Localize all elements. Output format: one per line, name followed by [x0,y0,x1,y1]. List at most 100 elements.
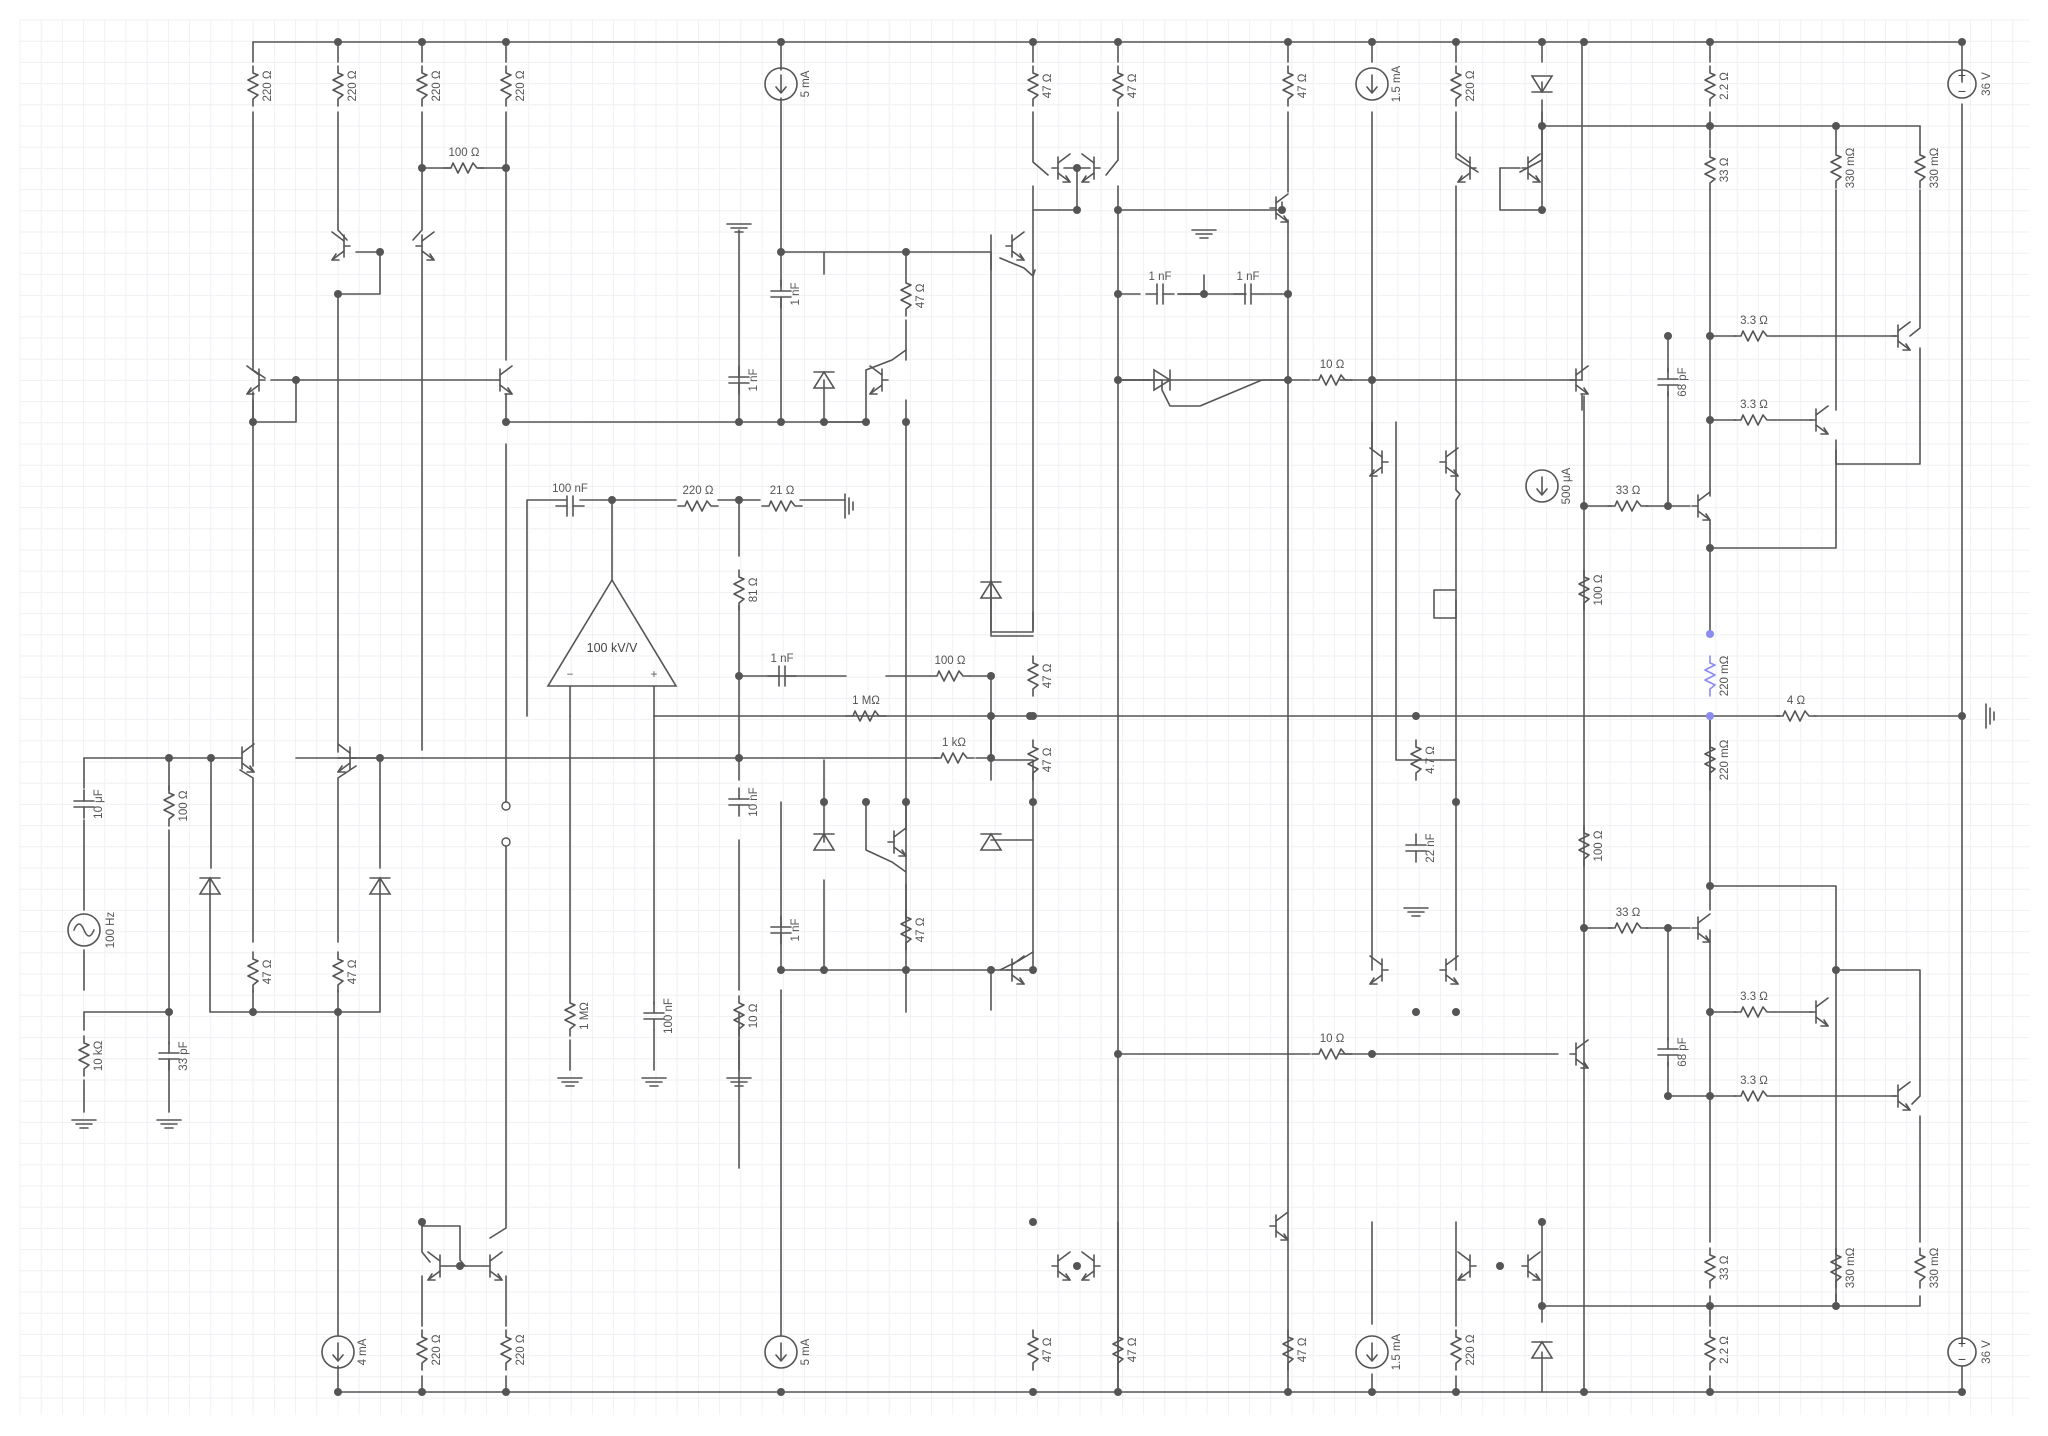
resistor[interactable]: 47 Ω [900,909,927,951]
transistor[interactable] [337,743,357,773]
resistor[interactable]: 10 Ω [1311,359,1353,386]
capacitor[interactable]: 10 nF [728,787,760,817]
transistor[interactable] [1051,1251,1071,1281]
transistor[interactable] [331,231,351,261]
capacitor[interactable]: 1 nF [770,279,802,309]
capacitor[interactable]: 1 nF [770,915,802,945]
transistor[interactable] [1269,1211,1289,1241]
transistor[interactable] [1369,955,1389,985]
resistor[interactable]: 220 Ω [1450,65,1477,107]
resistor[interactable]: 2.2 Ω [1704,1329,1731,1371]
diode[interactable] [812,370,836,389]
transistor[interactable] [235,743,255,773]
diode[interactable] [368,876,392,895]
resistor[interactable]: 220 Ω [416,1329,443,1371]
transistor[interactable] [1457,153,1477,183]
resistor[interactable]: 3.3 Ω [1733,1075,1775,1102]
transistor[interactable] [1369,447,1389,477]
capacitor[interactable]: 33 pF [158,1041,190,1071]
resistor[interactable]: 2.2 Ω [1704,65,1731,107]
capacitor[interactable]: 1 nF [1233,271,1263,305]
resistor[interactable]: 220 mΩ [1704,739,1731,781]
current-source[interactable]: 500 μA [1525,467,1573,504]
resistor[interactable]: 3.3 Ω [1733,315,1775,342]
capacitor[interactable]: 100 nF [643,998,675,1034]
diode[interactable] [1530,1340,1554,1359]
negative-supply[interactable]: + − 36 V [1947,1335,1993,1367]
diode[interactable] [812,832,836,851]
transistor[interactable] [1439,955,1459,985]
resistor[interactable]: 47 Ω [1112,65,1139,107]
transistor[interactable] [427,1251,447,1281]
diode[interactable] [979,580,1003,599]
resistor[interactable]: 220 Ω [500,65,527,107]
capacitor[interactable]: 68 pF [1657,1037,1689,1067]
resistor[interactable]: 47 Ω [1027,1329,1054,1371]
current-source[interactable]: 1.5 mA [1355,65,1403,102]
resistor[interactable]: 81 Ω [733,569,760,611]
resistor[interactable]: 220 Ω [1450,1329,1477,1371]
resistor[interactable]: 100 Ω [1578,825,1605,867]
capacitor[interactable]: 68 pF [1657,367,1689,397]
transistor[interactable] [1005,955,1025,985]
resistor[interactable]: 220 Ω [677,485,719,512]
current-source[interactable]: 1.5 mA [1355,1333,1403,1370]
transistor[interactable] [1521,1251,1541,1281]
transistor[interactable] [869,365,889,395]
resistor[interactable]: 330 mΩ [1830,147,1857,189]
resistor[interactable]: 10 kΩ [78,1035,105,1077]
capacitor[interactable]: 1 nF [767,653,797,687]
resistor[interactable]: 220 Ω [500,1329,527,1371]
resistor[interactable]: 47 Ω [1027,655,1054,697]
transistor[interactable] [1891,321,1911,351]
resistor[interactable]: 47 Ω [1027,65,1054,107]
resistor[interactable]: 47 Ω [1027,739,1054,781]
diode[interactable] [1153,368,1172,392]
ac-voltage-source[interactable]: 100 Hz [67,912,117,949]
resistor[interactable]: 47 Ω [1282,65,1309,107]
resistor[interactable]: 10 Ω [733,995,760,1037]
resistor[interactable]: 4.7 Ω [1410,739,1437,781]
resistor[interactable]: 220 Ω [332,65,359,107]
transistor[interactable] [493,365,513,395]
resistor[interactable]: 33 Ω [1607,907,1649,934]
resistor[interactable]: 10 Ω [1311,1033,1353,1060]
resistor[interactable]: 1 MΩ [845,695,887,722]
resistor[interactable]: 220 Ω [247,65,274,107]
current-source[interactable]: 5 mA [764,67,812,101]
resistor[interactable]: 47 Ω [1112,1329,1139,1371]
capacitor[interactable]: 10 μF [73,789,105,819]
resistor[interactable]: 4 Ω [1775,695,1817,722]
transistor[interactable] [1809,997,1829,1027]
transistor[interactable] [1051,153,1071,183]
transistor[interactable] [1691,913,1711,943]
transistor[interactable] [1809,405,1829,435]
transistor[interactable] [1691,491,1711,521]
transistor[interactable] [483,1251,503,1281]
transistor[interactable] [1521,153,1541,183]
transistor[interactable] [1891,1081,1911,1111]
resistor[interactable]: 1 MΩ [564,995,591,1037]
resistor[interactable]: 21 Ω [761,485,803,512]
resistor[interactable]: 33 Ω [1607,485,1649,512]
capacitor[interactable]: 1 nF [1145,271,1175,305]
resistor[interactable]: 330 mΩ [1914,1247,1941,1289]
current-source[interactable]: 4 mA [321,1335,369,1369]
resistor[interactable]: 100 Ω [1578,569,1605,611]
resistor[interactable]: 100 Ω [443,147,485,174]
capacitor[interactable]: 100 nF [552,483,588,517]
resistor[interactable]: 3.3 Ω [1733,399,1775,426]
transistor[interactable] [246,365,266,395]
resistor[interactable]: 33 Ω [1704,149,1731,191]
diode[interactable] [198,876,222,895]
resistor[interactable]: 100 Ω [163,785,190,827]
capacitor[interactable]: 22 nF [1405,833,1437,863]
resistor[interactable]: 47 Ω [247,951,274,993]
resistor[interactable]: 47 Ω [332,951,359,993]
opamp[interactable]: 100 kV/V − + [546,578,678,717]
transistor[interactable] [1569,1039,1589,1069]
resistor[interactable]: 330 mΩ [1914,147,1941,189]
diode[interactable] [979,832,1003,851]
transistor[interactable] [1081,1251,1101,1281]
